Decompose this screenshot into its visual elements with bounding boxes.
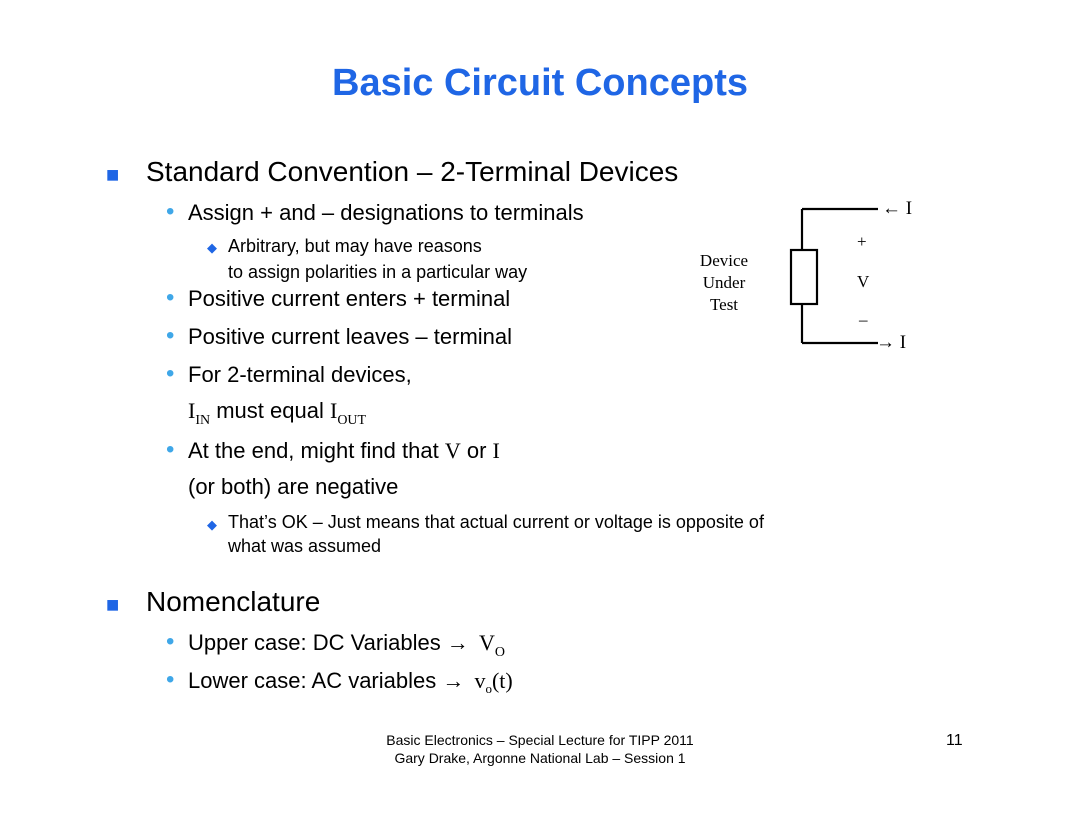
dot-bullet-icon: • xyxy=(166,322,175,349)
lower-case-label: Lower case: AC variables → xyxy=(188,668,465,693)
upper-case-label: Upper case: DC Variables → xyxy=(188,630,469,655)
upper-subscript: O xyxy=(494,645,505,660)
subitem-arbitrary-line1: Arbitrary, but may have reasons xyxy=(228,236,482,256)
upper-symbol: V xyxy=(478,630,495,655)
square-bullet-icon: ■ xyxy=(106,592,120,617)
subitem-thats-ok-line2: what was assumed xyxy=(228,536,382,556)
dot-bullet-icon: • xyxy=(166,284,175,311)
resistor-box xyxy=(789,248,819,306)
current-out-label: → I xyxy=(876,332,907,353)
item-upper-case: Upper case: DC Variables → VO xyxy=(188,630,505,660)
dot-bullet-icon: • xyxy=(166,360,175,387)
dot-bullet-icon: • xyxy=(166,666,175,693)
iout-symbol: I xyxy=(329,398,338,423)
square-bullet-icon: ■ xyxy=(106,162,120,187)
page-number: 11 xyxy=(946,732,963,749)
lower-symbol: v xyxy=(474,668,486,693)
iin-symbol: I xyxy=(188,398,196,423)
device-label-line2: Under xyxy=(702,273,746,292)
current-in-label: ← I xyxy=(882,198,913,219)
subitem-thats-ok-line1: That’s OK – Just means that actual curre… xyxy=(228,512,764,532)
section-heading-standard-convention: Standard Convention – 2-Terminal Devices xyxy=(146,156,679,187)
device-label-line1: Device xyxy=(699,251,749,270)
diamond-bullet-icon: ◆ xyxy=(207,240,217,255)
item-two-terminal: For 2-terminal devices, xyxy=(188,362,412,387)
lower-suffix: (t) xyxy=(491,668,513,693)
iin-subscript: IN xyxy=(195,413,211,428)
dot-bullet-icon: • xyxy=(166,628,175,655)
device-under-test-label: Device Under Test xyxy=(684,250,764,316)
item-positive-enters: Positive current enters + terminal xyxy=(188,286,511,311)
voltage-label: V xyxy=(857,272,870,291)
item-at-end: At the end, might find that V or I xyxy=(188,438,500,464)
minus-label: – xyxy=(859,310,868,329)
item-assign-designations: Assign + and – designations to terminals xyxy=(188,200,584,225)
at-end-prefix: At the end, might find that xyxy=(188,438,439,463)
i-symbol: I xyxy=(492,438,500,463)
footer-line1: Basic Electronics – Special Lecture for … xyxy=(386,732,694,748)
dot-bullet-icon: • xyxy=(166,436,175,463)
section-heading-nomenclature: Nomenclature xyxy=(146,586,321,617)
plus-label: + xyxy=(857,232,867,251)
device-label-line3: Test xyxy=(709,295,739,314)
diamond-bullet-icon: ◆ xyxy=(207,517,217,532)
subitem-arbitrary-line2: to assign polarities in a particular way xyxy=(228,262,528,282)
footer-line2: Gary Drake, Argonne National Lab – Sessi… xyxy=(394,750,686,766)
iout-subscript: OUT xyxy=(337,413,367,428)
slide-title: Basic Circuit Concepts xyxy=(332,62,748,104)
item-lower-case: Lower case: AC variables → vo(t) xyxy=(188,668,513,696)
item-iin-equals-iout: IIN must equal IOUT xyxy=(188,398,366,428)
dot-bullet-icon: • xyxy=(166,198,175,225)
item-at-end-line2: (or both) are negative xyxy=(188,474,399,499)
v-symbol: V xyxy=(444,438,461,463)
must-equal-text: must equal xyxy=(216,398,324,423)
lower-subscript: o xyxy=(485,681,492,696)
item-positive-leaves: Positive current leaves – terminal xyxy=(188,324,513,349)
device-under-test-diagram xyxy=(789,207,878,345)
or-word: or xyxy=(466,438,487,463)
